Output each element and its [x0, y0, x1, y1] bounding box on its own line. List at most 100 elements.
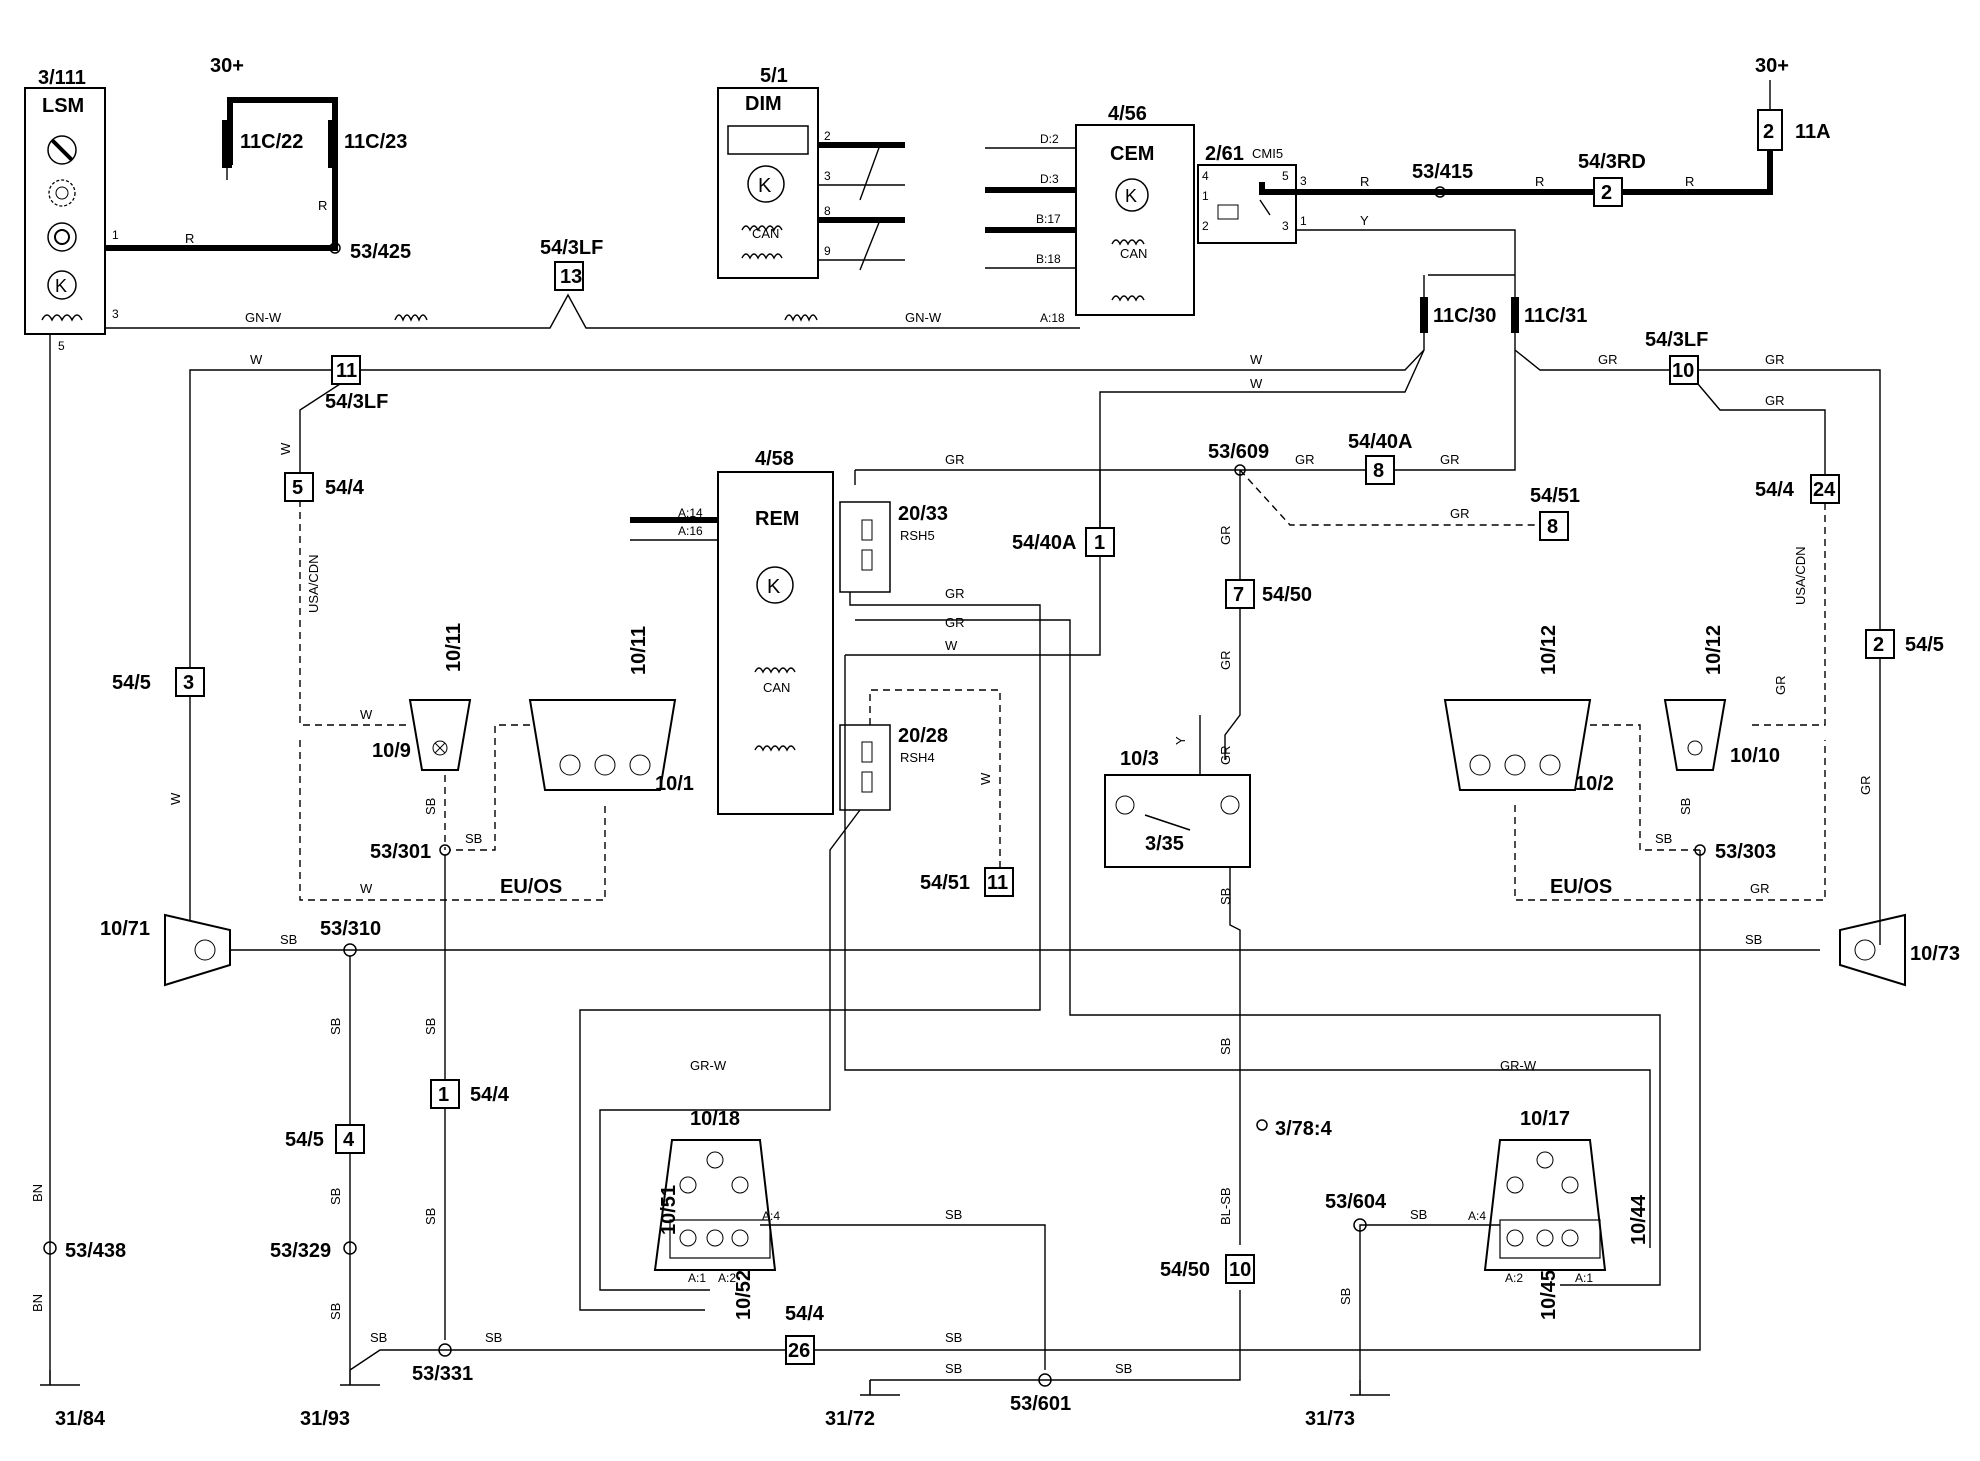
wire-color-w8: W	[360, 881, 373, 896]
connector-label-7: 54/50	[1262, 584, 1312, 606]
rem-name: REM	[755, 508, 799, 530]
connector-num-1: 1	[438, 1084, 449, 1106]
connector-num-3: 3	[183, 672, 194, 694]
connector-8-51	[1539, 511, 1569, 541]
pin-a14: A:14	[678, 506, 703, 520]
wire-color-sb15: SB	[1115, 1361, 1132, 1376]
lsm-switch-icons: K	[41, 135, 83, 322]
connector-26	[785, 1335, 815, 1365]
svg-text:3: 3	[1300, 174, 1307, 188]
wire-color-sb1: SB	[465, 831, 482, 846]
splice-label-53-303: 53/303	[1715, 841, 1776, 863]
fuse-11c22	[222, 120, 232, 168]
splice-53-604	[1353, 1218, 1367, 1232]
lamp-label-10-51: 10/51	[658, 1185, 680, 1235]
ground-31-84	[40, 1370, 80, 1386]
wire-color-y2: Y	[1173, 736, 1188, 745]
lamp-label-10-18: 10/18	[690, 1108, 740, 1130]
connector-label-5: 54/4	[325, 477, 365, 499]
market-usa-right: USA/CDN	[1793, 546, 1808, 605]
wire-color-gr11: GR	[945, 615, 965, 630]
ground-31-93	[340, 1370, 380, 1386]
splice-label-53-329: 53/329	[270, 1240, 331, 1262]
wire-color-w3: W	[1250, 376, 1263, 391]
connector-num-13: 13	[560, 266, 582, 288]
wire-color-sb14: SB	[945, 1361, 962, 1376]
lamp-10-1	[528, 699, 677, 791]
wire-color-bn1: BN	[30, 1184, 45, 1202]
resistor-20-33: 20/33 RSH5	[839, 501, 948, 593]
svg-text:K: K	[767, 576, 781, 598]
fuse-11a	[1757, 109, 1783, 151]
splice-label-3-78-4: 3/78:4	[1275, 1118, 1333, 1140]
wire-color-gr12: GR	[1218, 746, 1233, 766]
lamp-10-2	[1443, 699, 1592, 791]
wire-color-w7: W	[360, 707, 373, 722]
connector-label-13: 54/3LF	[540, 237, 603, 259]
connector-11-51	[984, 867, 1014, 897]
lamp-label-10-11a: 10/11	[443, 623, 465, 672]
connector-label-8-40a: 54/40A	[1348, 431, 1413, 453]
pin-b17: B:17	[1036, 212, 1061, 226]
resistor-label-20-28: 20/28	[898, 725, 948, 747]
connector-1-54-4	[430, 1079, 460, 1109]
connector-2-rd	[1593, 177, 1623, 207]
pin-a1-left: A:1	[688, 1271, 706, 1285]
splice-53-331	[438, 1343, 452, 1357]
pin-d2: D:2	[1040, 132, 1059, 146]
lamp-label-10-2: 10/2	[1575, 773, 1614, 795]
wire-color-sb11: SB	[485, 1330, 502, 1345]
ground-label-31-72: 31/72	[825, 1408, 875, 1430]
lamp-label-10-10: 10/10	[1730, 745, 1780, 767]
svg-text:K: K	[55, 276, 67, 296]
connector-2-54-5	[1865, 629, 1895, 659]
connector-num-2: 2	[1873, 634, 1884, 656]
wire-color-sb21: SB	[1338, 1288, 1353, 1305]
cem-id: 4/56	[1108, 103, 1147, 125]
connector-num-8-51: 8	[1547, 516, 1558, 538]
connector-num-4: 4	[343, 1129, 355, 1151]
splice-label-53-601: 53/601	[1010, 1393, 1071, 1415]
dim-name: DIM	[745, 93, 782, 115]
fuse-11c23	[328, 120, 338, 168]
wire-color-sb7: SB	[328, 1303, 343, 1320]
rem-can: CAN	[763, 680, 790, 695]
ground-31-73	[1350, 1380, 1390, 1396]
dim-pins	[818, 142, 905, 223]
wire-color-r4: R	[1535, 174, 1544, 189]
fuse-label-11c31: 11C/31	[1524, 305, 1587, 327]
wire-color-sb18: SB	[1655, 831, 1672, 846]
connector-num-5: 5	[292, 477, 303, 499]
wire-color-sb8: SB	[423, 1018, 438, 1035]
splice-53-601	[1038, 1373, 1052, 1387]
ground-label-31-73: 31/73	[1305, 1408, 1355, 1430]
wire-color-r3: R	[1360, 174, 1369, 189]
connector-label-10-50: 54/50	[1160, 1259, 1210, 1281]
wire-color-gr15: GR	[1750, 881, 1770, 896]
wire-color-gr14: GR	[1773, 676, 1788, 696]
lamp-10-18	[653, 1139, 777, 1271]
market-eu-left: EU/OS	[500, 876, 562, 898]
wire-color-sb19: SB	[1678, 798, 1693, 815]
splice-label-53-609: 53/609	[1208, 441, 1269, 463]
fuse-11c31	[1511, 297, 1519, 333]
splice-label-53-331: 53/331	[412, 1363, 473, 1385]
wire-color-gnw2: GN-W	[905, 310, 942, 325]
market-eu-right: EU/OS	[1550, 876, 1612, 898]
wire-color-gr6: GR	[1440, 452, 1460, 467]
cem-module: 4/56 CEM K CAN	[1075, 103, 1195, 316]
lamp-label-10-52: 10/52	[733, 1270, 755, 1320]
connector-num-10-50: 10	[1229, 1259, 1251, 1281]
svg-text:5: 5	[58, 339, 65, 353]
rem-id: 4/58	[755, 448, 794, 470]
supply-30plus-left: 30+	[210, 55, 244, 77]
resistor-label-20-33: 20/33	[898, 503, 948, 525]
lamp-label-10-11b: 10/11	[628, 626, 650, 675]
splice-53-425	[329, 242, 341, 254]
splice-label-53-310: 53/310	[320, 918, 381, 940]
lamp-label-10-3: 10/3	[1120, 748, 1159, 770]
wire-color-sb9: SB	[423, 1208, 438, 1225]
fuse-11a-num: 2	[1763, 121, 1774, 143]
svg-text:K: K	[1125, 186, 1137, 206]
